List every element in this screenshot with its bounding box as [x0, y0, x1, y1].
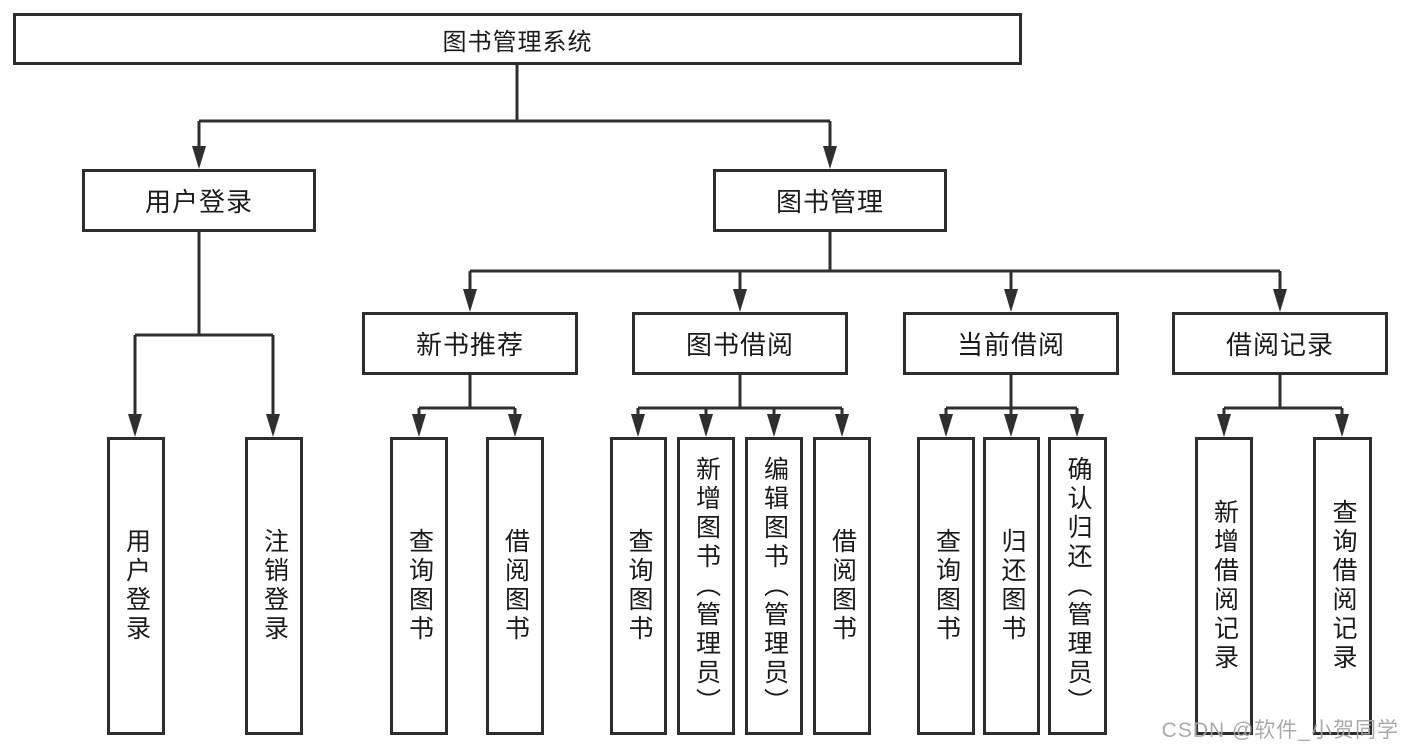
node-label: 确认归还（管理员）: [1064, 455, 1092, 717]
node-book-borrow: 图书借阅: [632, 312, 848, 375]
leaf-query-book: 查询图书: [390, 437, 448, 735]
node-label: 归还图书: [998, 528, 1026, 644]
node-label: 新增图书（管理员）: [692, 455, 721, 717]
node-book-management: 图书管理: [713, 169, 947, 232]
arrowheads: [128, 146, 1349, 437]
leaf-user-login: 用户登录: [107, 437, 165, 735]
node-label: 注销登录: [260, 528, 289, 644]
leaf-borrow-book: 借阅图书: [486, 437, 544, 735]
node-label: 图书借阅: [685, 330, 794, 360]
node-new-book-recommend: 新书推荐: [362, 312, 578, 375]
node-label: 图书管理: [775, 187, 884, 217]
node-label: 新增借阅记录: [1210, 499, 1239, 673]
leaf-edit-book-admin: 编辑图书（管理员）: [745, 437, 803, 735]
node-borrow-record: 借阅记录: [1172, 312, 1388, 375]
node-root-system: 图书管理系统: [13, 13, 1022, 65]
leaf-borrow-book: 借阅图书: [813, 437, 871, 735]
node-label: 新书推荐: [415, 330, 524, 360]
node-label: 查询图书: [625, 528, 653, 644]
node-label: 查询图书: [405, 528, 434, 644]
node-label: 当前借阅: [956, 330, 1065, 360]
node-label: 查询图书: [932, 528, 961, 644]
node-label: 用户登录: [122, 528, 151, 644]
leaf-query-book: 查询图书: [917, 437, 975, 735]
node-label: 借阅记录: [1225, 330, 1334, 360]
node-label: 图书管理系统: [442, 28, 593, 56]
node-user-login: 用户登录: [82, 169, 316, 232]
leaf-confirm-return-admin: 确认归还（管理员）: [1048, 437, 1107, 735]
leaf-add-book-admin: 新增图书（管理员）: [677, 437, 735, 735]
node-label: 编辑图书（管理员）: [760, 455, 789, 717]
node-label: 用户登录: [144, 187, 253, 217]
node-current-borrow: 当前借阅: [903, 312, 1119, 375]
node-label: 借阅图书: [828, 528, 857, 644]
leaf-query-borrow-record: 查询借阅记录: [1313, 437, 1372, 735]
node-label: 查询借阅记录: [1329, 499, 1357, 673]
leaf-query-book: 查询图书: [610, 437, 667, 735]
leaf-add-borrow-record: 新增借阅记录: [1195, 437, 1253, 735]
leaf-logout: 注销登录: [245, 437, 303, 735]
leaf-return-book: 归还图书: [983, 437, 1040, 735]
csdn-watermark: CSDN @软件_小贺同学: [1161, 719, 1399, 742]
node-label: 借阅图书: [501, 528, 530, 644]
